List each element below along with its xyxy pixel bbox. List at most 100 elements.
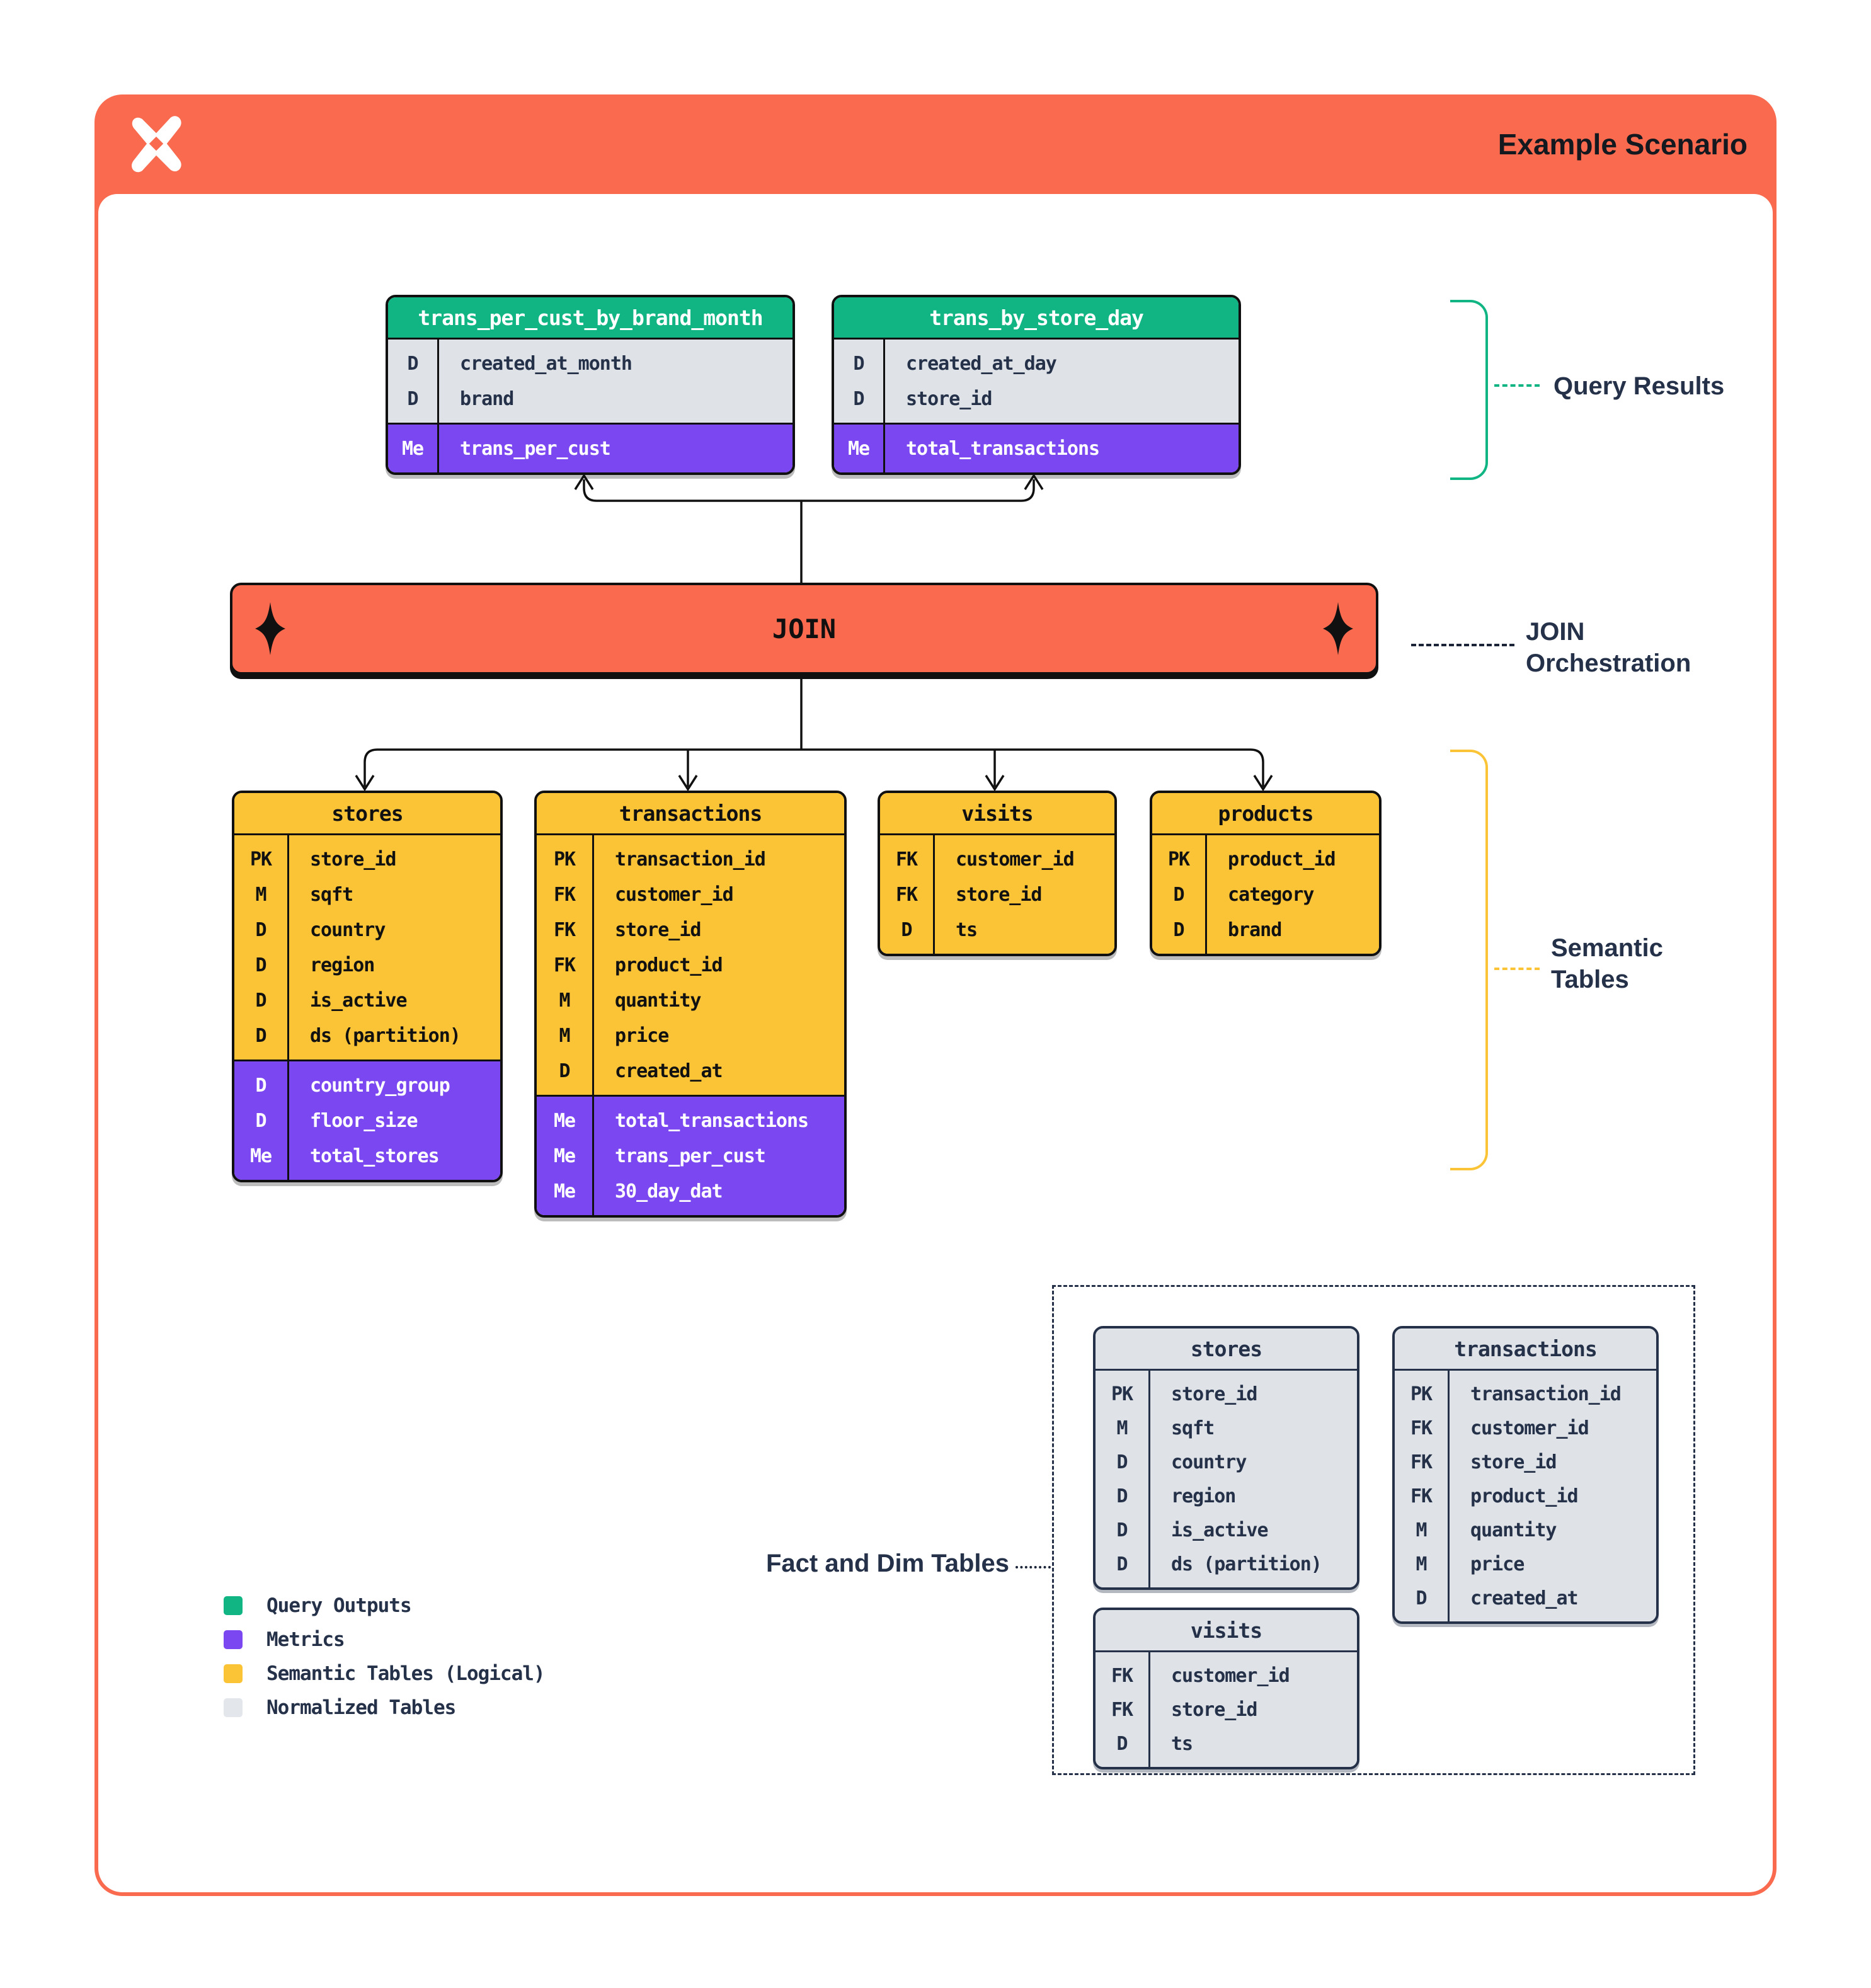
row-key-tag: FK (895, 848, 918, 871)
table-title: trans_per_cust_by_brand_month (388, 297, 792, 340)
table-title: products (1152, 793, 1379, 835)
row-field-name: customer_id (956, 848, 1075, 871)
row-field-name: quantity (1470, 1519, 1557, 1541)
row-field-name: country (310, 918, 386, 941)
sparkle-diamond-icon (254, 601, 287, 656)
row-field-name: region (1171, 1485, 1236, 1507)
row-field-name: customer_id (1470, 1417, 1589, 1439)
row-key-tag: M (1416, 1519, 1427, 1541)
table-row: FK store_id (880, 877, 1114, 912)
fact-dim-connector (1016, 1566, 1051, 1568)
sparkle-diamond-icon (1322, 601, 1354, 656)
row-key-tag: D (255, 1109, 266, 1132)
row-key-tag: FK (553, 954, 576, 976)
legend-item: Semantic Tables (Logical) (224, 1657, 546, 1691)
row-key-tag: D (901, 918, 912, 941)
join-orchestration-label: JOIN Orchestration (1526, 618, 1691, 677)
row-key-tag: D (1173, 918, 1184, 941)
row-field-name: ts (1171, 1732, 1193, 1755)
row-field-name: store_id (956, 883, 1043, 906)
column-divider (287, 835, 289, 1180)
row-field-name: total_stores (310, 1145, 440, 1167)
row-field-name: is_active (310, 989, 408, 1012)
column-divider (1448, 1371, 1450, 1621)
table-title: visits (880, 793, 1114, 835)
row-key-tag: FK (1410, 1417, 1433, 1439)
row-key-tag: D (853, 387, 864, 410)
row-field-name: total_transactions (906, 437, 1100, 460)
row-key-tag: D (853, 352, 864, 375)
row-key-tag: D (559, 1060, 570, 1082)
row-key-tag: FK (1111, 1698, 1133, 1721)
row-field-name: price (615, 1024, 669, 1047)
row-key-tag: PK (553, 848, 576, 871)
semantic-tables-connector (1494, 968, 1540, 970)
row-key-tag: FK (1410, 1451, 1433, 1473)
row-field-name: ds (partition) (310, 1024, 461, 1047)
row-field-name: sqft (1171, 1417, 1215, 1439)
table-title: trans_by_store_day (834, 297, 1239, 340)
column-divider (1148, 1652, 1150, 1767)
row-field-name: store_id (615, 918, 702, 941)
row-key-tag: FK (895, 883, 918, 906)
yellow-swatch-icon (224, 1664, 243, 1683)
semantic-tables-bracket (1450, 750, 1488, 1170)
join-orchestration-connector (1411, 644, 1514, 646)
row-key-tag: Me (553, 1109, 576, 1132)
fact-dim-tables-box (1052, 1285, 1695, 1775)
row-key-tag: D (255, 1024, 266, 1047)
semantic-tables-label: Semantic Tables (1551, 934, 1663, 993)
row-key-tag: Me (847, 437, 870, 460)
row-key-tag: FK (1410, 1485, 1433, 1507)
scenario-card: Example Scenario trans_per_cust_by_brand… (94, 94, 1777, 1896)
row-field-name: floor_size (310, 1109, 418, 1132)
row-field-name: store_id (310, 848, 397, 871)
row-field-name: product_id (615, 954, 723, 976)
row-key-tag: D (407, 387, 418, 410)
column-divider (883, 340, 885, 472)
row-key-tag: M (1416, 1553, 1427, 1575)
row-key-tag: D (1116, 1553, 1128, 1575)
row-key-tag: D (255, 1074, 266, 1097)
row-key-tag: M (559, 1024, 570, 1047)
row-field-name: ds (partition) (1171, 1553, 1322, 1575)
legend-item: Query Outputs (224, 1589, 545, 1623)
join-label: JOIN (772, 613, 837, 644)
table-row: FK customer_id (880, 842, 1114, 877)
row-field-name: product_id (1470, 1485, 1579, 1507)
table-title: stores (1096, 1328, 1357, 1371)
pinwheel-x-logo-icon (132, 116, 181, 173)
